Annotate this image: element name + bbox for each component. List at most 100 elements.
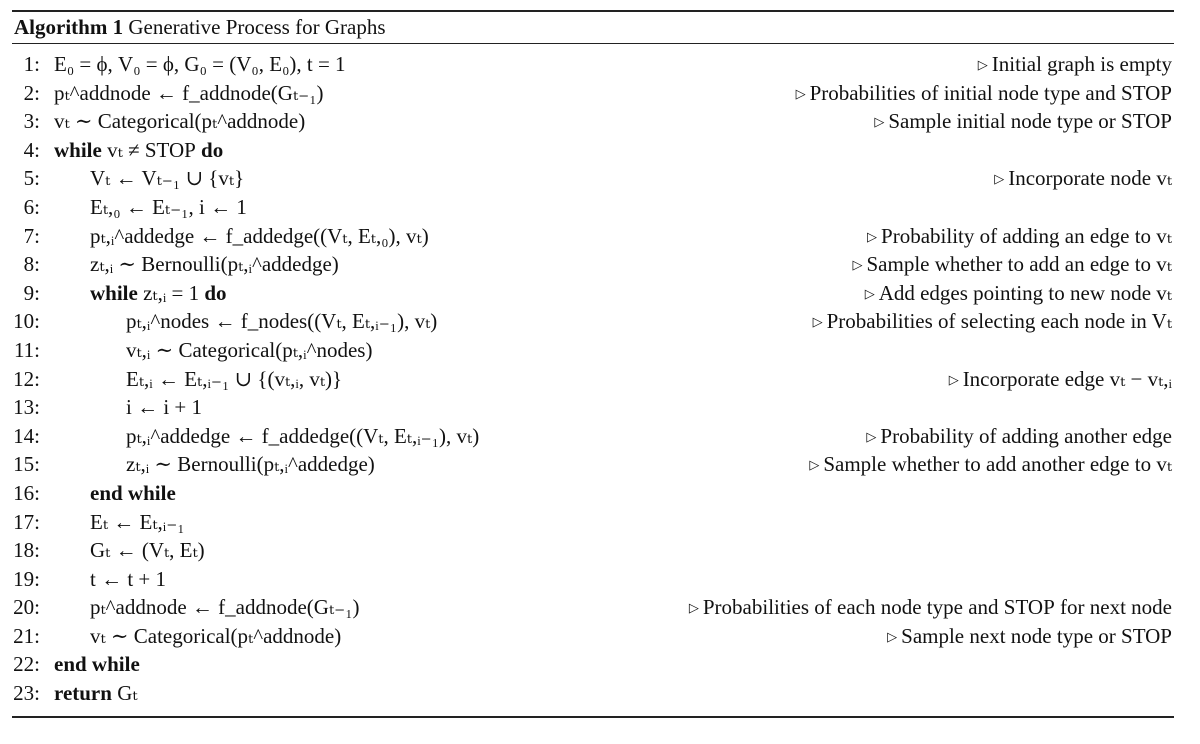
comment-triangle-icon: ▷ (887, 628, 898, 644)
line-number: 6: (23, 194, 40, 219)
line-number: 12: (13, 366, 40, 391)
comment-triangle-icon: ▷ (688, 600, 699, 616)
algorithm-line: 11: vₜ,ᵢ ∼ Categorical(pₜ,ᵢ^nodes) (12, 336, 1174, 365)
algorithm-line: 21:vₜ ∼ Categorical(pₜ^addnode)▷Sample n… (12, 622, 1174, 651)
line-code: pₜ^addnode ← f_addnode(Gₜ₋₁) (54, 80, 324, 105)
comment-text: Incorporate edge vₜ − vₜ,ᵢ (962, 366, 1172, 391)
line-code: E₀ = ϕ, V₀ = ϕ, G₀ = (V₀, E₀), t = 1 (54, 52, 346, 76)
line-comment: ▷Sample whether to add an edge to vₜ (852, 250, 1172, 280)
comment-triangle-icon: ▷ (852, 257, 863, 273)
algorithm-line: 9:while zₜ,ᵢ = 1 do▷Add edges pointing t… (12, 279, 1174, 308)
line-number: 21: (13, 623, 40, 648)
algorithm-label: Algorithm 1 (14, 15, 124, 39)
algorithm-line: 5: Vₜ ← Vₜ₋₁ ∪ {vₜ} ▷Incorporate node vₜ (12, 164, 1174, 193)
line-number: 3: (23, 109, 40, 134)
line-code: pₜ,ᵢ^nodes ← f_nodes((Vₜ, Eₜ,ᵢ₋₁), vₜ) (126, 309, 438, 334)
bottom-rule (12, 715, 1174, 718)
top-rule (12, 10, 1174, 12)
comment-text: Add edges pointing to new node vₜ (878, 280, 1172, 305)
line-number: 16: (13, 480, 40, 505)
line-code: vₜ ∼ Categorical(pₜ^addnode) (54, 109, 306, 134)
line-code: Eₜ,ᵢ ← Eₜ,ᵢ₋₁ ∪ {(vₜ,ᵢ, vₜ)} (126, 366, 343, 391)
line-code: pₜ,ᵢ^addedge ← f_addedge((Vₜ, Eₜ,ᵢ₋₁), v… (126, 423, 480, 448)
line-comment: ▷Initial graph is empty (978, 50, 1172, 80)
line-comment: ▷Probabilities of initial node type and … (796, 79, 1172, 109)
line-code: return Gₜ (54, 681, 138, 706)
comment-triangle-icon: ▷ (977, 57, 988, 72)
comment-triangle-icon: ▷ (948, 371, 959, 387)
line-code: end while (54, 652, 140, 677)
line-number: 4: (23, 137, 40, 162)
line-number: 20: (13, 595, 40, 620)
line-code: zₜ,ᵢ ∼ Bernoulli(pₜ,ᵢ^addedge) (126, 452, 375, 477)
algorithm-line: 15:zₜ,ᵢ ∼ Bernoulli(pₜ,ᵢ^addedge)▷Sample… (12, 450, 1174, 479)
comment-triangle-icon: ▷ (812, 314, 823, 330)
line-number: 13: (13, 395, 40, 420)
line-code: end while (90, 480, 176, 505)
algorithm-line: 22: end while (12, 650, 1174, 679)
line-code: while vₜ ≠ STOP do (54, 137, 224, 162)
line-code: vₜ,ᵢ ∼ Categorical(pₜ,ᵢ^nodes) (126, 337, 373, 362)
comment-text: Probabilities of each node type and STOP… (702, 595, 1172, 620)
comment-triangle-icon: ▷ (867, 228, 878, 244)
algorithm-title: Generative Process for Graphs (128, 15, 386, 39)
line-number: 22: (13, 652, 40, 677)
line-code: i ← i + 1 (126, 395, 203, 420)
line-number: 23: (13, 681, 40, 706)
algorithm-line: 17: Eₜ ← Eₜ,ᵢ₋₁ (12, 508, 1174, 537)
line-comment: ▷Probability of adding an edge to vₜ (867, 222, 1172, 252)
line-number: 2: (23, 80, 40, 105)
line-number: 17: (13, 509, 40, 534)
algorithm-line: 2: pₜ^addnode ← f_addnode(Gₜ₋₁) ▷Probabili… (12, 79, 1174, 108)
comment-text: Sample whether to add another edge to vₜ (823, 452, 1172, 477)
algorithm-line: 1: E₀ = ϕ, V₀ = ϕ, G₀ = (V₀, E₀), t = 1 ▷I… (12, 50, 1174, 79)
line-number: 7: (23, 223, 40, 248)
line-code: Vₜ ← Vₜ₋₁ ∪ {vₜ} (90, 166, 245, 191)
line-code: Eₜ ← Eₜ,ᵢ₋₁ (90, 509, 185, 534)
comment-text: Initial graph is empty (991, 52, 1172, 76)
algorithm-line: 6: Eₜ,₀ ← Eₜ₋₁, i ← 1 (12, 193, 1174, 222)
line-code: Eₜ,₀ ← Eₜ₋₁, i ← 1 (90, 194, 247, 219)
line-number: 14: (13, 423, 40, 448)
comment-text: Sample next node type or STOP (901, 623, 1172, 648)
line-comment: ▷Probability of adding another edge (866, 422, 1172, 452)
line-comment: ▷Incorporate edge vₜ − vₜ,ᵢ (949, 365, 1172, 395)
algorithm-line: 18: Gₜ ← (Vₜ, Eₜ) (12, 536, 1174, 565)
line-comment: ▷Sample next node type or STOP (887, 622, 1172, 652)
comment-triangle-icon: ▷ (864, 285, 875, 301)
algorithm-block: Algorithm 1 Generative Process for Graph… (12, 10, 1174, 718)
algorithm-line: 23: return Gₜ (12, 679, 1174, 708)
algorithm-line: 13: i ← i + 1 (12, 393, 1174, 422)
line-comment: ▷Add edges pointing to new node vₜ (865, 279, 1172, 309)
algorithm-line: 19:t ← t + 1 (12, 565, 1174, 594)
line-number: 5: (23, 166, 40, 191)
line-code: zₜ,ᵢ ∼ Bernoulli(pₜ,ᵢ^addedge) (90, 252, 339, 277)
algorithm-line: 16: end while (12, 479, 1174, 508)
comment-triangle-icon: ▷ (994, 171, 1005, 187)
algorithm-line: 4: while vₜ ≠ STOP do (12, 136, 1174, 165)
line-number: 11: (13, 337, 40, 362)
algorithm-line: 12: Eₜ,ᵢ ← Eₜ,ᵢ₋₁ ∪ {(vₜ,ᵢ, vₜ)} ▷Incorpor… (12, 365, 1174, 394)
comment-text: Probabilities of initial node type and S… (809, 80, 1172, 105)
line-number: 8: (23, 252, 40, 277)
line-number: 18: (13, 538, 40, 563)
line-comment: ▷Probabilities of each node type and STO… (689, 593, 1172, 623)
comment-text: Incorporate node vₜ (1008, 166, 1172, 191)
line-code: pₜ^addnode ← f_addnode(Gₜ₋₁) (90, 595, 360, 620)
comment-text: Probability of adding an edge to vₜ (881, 223, 1172, 248)
line-number: 1: (23, 52, 40, 76)
comment-triangle-icon: ▷ (809, 457, 820, 473)
algorithm-line: 7:pₜ,ᵢ^addedge ← f_addedge((Vₜ, Eₜ,₀), v… (12, 222, 1174, 251)
line-comment: ▷Incorporate node vₜ (994, 164, 1172, 194)
line-code: Gₜ ← (Vₜ, Eₜ) (90, 538, 205, 563)
comment-triangle-icon: ▷ (795, 85, 806, 101)
algorithm-line: 3:vₜ ∼ Categorical(pₜ^addnode)▷Sample in… (12, 107, 1174, 136)
comment-text: Sample whether to add an edge to vₜ (866, 252, 1172, 277)
caption-rule (12, 43, 1174, 44)
algorithm-caption: Algorithm 1 Generative Process for Graph… (12, 15, 1174, 39)
line-comment: ▷Sample whether to add another edge to v… (809, 450, 1172, 480)
line-number: 9: (23, 280, 40, 305)
algorithm-line: 8: zₜ,ᵢ ∼ Bernoulli(pₜ,ᵢ^addedge) ▷Sample … (12, 250, 1174, 279)
algorithm-line: 10: pₜ,ᵢ^nodes ← f_nodes((Vₜ, Eₜ,ᵢ₋₁), vₜ… (12, 307, 1174, 336)
line-number: 10: (13, 309, 40, 334)
